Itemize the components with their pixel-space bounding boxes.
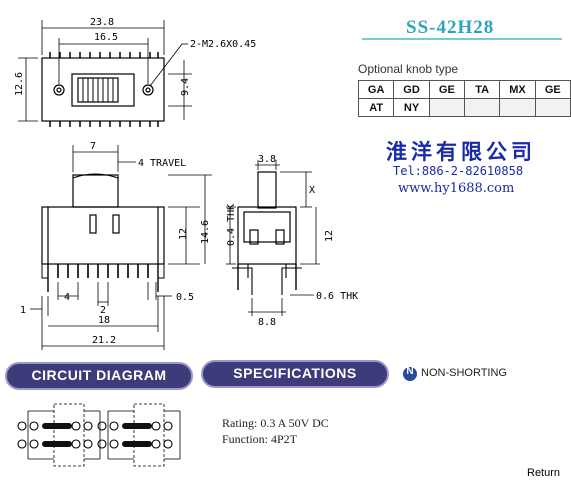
dim-side-body-height: 12 bbox=[324, 230, 335, 242]
dim-pin-offset: 1 bbox=[20, 305, 26, 316]
dim-actuator-width: 7 bbox=[90, 141, 96, 152]
actuator bbox=[72, 174, 119, 208]
knob-row: AT NY bbox=[357, 98, 571, 117]
front-view bbox=[30, 145, 212, 350]
front-slot-left bbox=[89, 214, 97, 234]
knob-row: GA GD GE TA MX GE bbox=[357, 80, 571, 99]
mount-hole-right-inner bbox=[145, 87, 151, 93]
dim-pin-pitch: 2 bbox=[100, 305, 106, 316]
side-actuator bbox=[257, 171, 277, 209]
knob-title: Optional knob type bbox=[358, 62, 459, 76]
dim-overall-width-front: 21.2 bbox=[92, 335, 116, 346]
dim-hole-pitch: 16.5 bbox=[94, 32, 118, 43]
knob-cell: NY bbox=[393, 98, 430, 117]
front-body bbox=[41, 206, 165, 265]
return-link[interactable]: Return bbox=[527, 467, 561, 479]
dim-leg-span: 8.8 bbox=[258, 317, 276, 328]
dim-slot-height: 9.4 bbox=[180, 78, 191, 96]
knob-cell bbox=[499, 98, 536, 117]
front-slot-right bbox=[112, 214, 120, 234]
company-www: www.hy1688.com bbox=[398, 181, 515, 196]
side-body bbox=[237, 206, 297, 265]
dim-leg-thickness: 0.6 THK bbox=[316, 291, 358, 302]
mount-hole-right bbox=[142, 84, 154, 96]
knob-cell: TA bbox=[464, 80, 501, 99]
knob-cell bbox=[464, 98, 501, 117]
mount-hole-left-inner bbox=[56, 87, 62, 93]
knob-cell bbox=[428, 98, 466, 117]
knob-cell: GE bbox=[428, 80, 466, 99]
dim-side-actuator-width: 3.8 bbox=[258, 154, 276, 165]
company-tel: Tel:886-2-82610858 bbox=[393, 164, 524, 178]
non-shorting-label: NON-SHORTING bbox=[421, 367, 507, 379]
specifications-pill bbox=[201, 360, 389, 388]
spec-rating: Rating: 0.3 A 50V DC bbox=[222, 416, 329, 430]
non-shorting-badge bbox=[403, 367, 417, 381]
top-view bbox=[18, 20, 192, 127]
spec-function: Function: 4P2T bbox=[222, 432, 298, 446]
knob-cell: AT bbox=[357, 98, 395, 117]
top-view-slot bbox=[71, 73, 135, 107]
dim-total-height: 14.6 bbox=[200, 220, 211, 244]
knob-cell: GD bbox=[393, 80, 430, 99]
knob-cell: MX bbox=[499, 80, 536, 99]
dim-height: 12.6 bbox=[14, 72, 25, 96]
knob-cell bbox=[534, 98, 571, 117]
dim-pin-width: 0.5 bbox=[176, 292, 194, 303]
top-view-body bbox=[41, 57, 165, 122]
specifications-heading: SPECIFICATIONS bbox=[233, 365, 357, 381]
dim-travel: 4 TRAVEL bbox=[138, 158, 186, 169]
side-view bbox=[226, 160, 320, 316]
circuit-diagram-pill bbox=[5, 362, 193, 390]
circuit-diagram bbox=[17, 403, 181, 467]
dim-overall-width: 23.8 bbox=[90, 17, 114, 28]
dim-side-actuator-height: X bbox=[309, 185, 315, 196]
dim-body-height: 12 bbox=[178, 228, 189, 240]
circuit-diagram-heading: CIRCUIT DIAGRAM bbox=[31, 367, 167, 383]
knob-cell: GA bbox=[357, 80, 395, 99]
non-shorting-badge-letter: N bbox=[406, 366, 414, 377]
dim-holes: 2-M2.6X0.45 bbox=[190, 39, 256, 50]
company-name: 淮洋有限公司 bbox=[386, 139, 536, 164]
knob-cell: GE bbox=[534, 80, 571, 99]
knob-table: GA GD GE TA MX GE AT NY bbox=[357, 80, 571, 117]
mount-hole-left bbox=[53, 84, 65, 96]
model-title: SS-42H28 bbox=[406, 17, 494, 38]
dim-pin-span: 18 bbox=[98, 315, 110, 326]
dim-side-thickness: 0.4 THK bbox=[226, 204, 237, 246]
dim-pin-pitch-outer: 4 bbox=[64, 292, 70, 303]
